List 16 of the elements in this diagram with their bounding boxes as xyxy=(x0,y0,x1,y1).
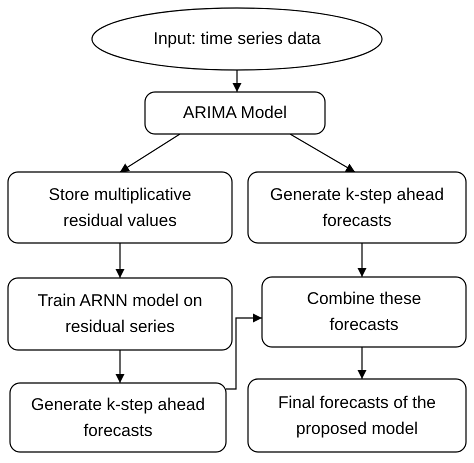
arrow xyxy=(358,347,366,379)
node-text: Generate k-step ahead forecasts xyxy=(30,394,206,442)
node-text: Store multiplicative residual values xyxy=(48,184,192,232)
arrow xyxy=(358,243,366,277)
node-text: Generate k-step ahead forecasts xyxy=(269,184,445,232)
arrow xyxy=(290,133,356,173)
node-text: ARIMA Model xyxy=(183,102,287,124)
node-text: Combine these forecasts xyxy=(306,288,422,336)
arrow xyxy=(116,243,124,278)
node-text: Train ARNN model on residual series xyxy=(36,290,204,338)
arrow xyxy=(116,350,124,383)
arrow xyxy=(232,70,242,92)
arrow xyxy=(120,134,180,172)
node-text: Input: time series data xyxy=(153,28,321,50)
node-text: Final forecasts of the proposed model xyxy=(277,392,437,440)
arrow xyxy=(226,314,262,390)
